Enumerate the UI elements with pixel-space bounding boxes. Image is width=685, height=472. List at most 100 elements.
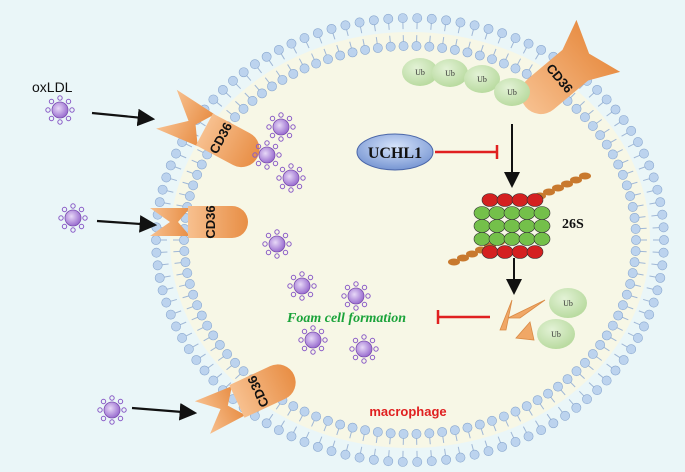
lipid-head	[424, 428, 435, 439]
lipid-head	[177, 333, 187, 343]
lipid-head	[426, 13, 437, 24]
inhibition-arrow-icon	[435, 145, 499, 159]
lipid-head	[633, 333, 643, 343]
lipid-head	[510, 33, 521, 43]
lipid-head	[354, 17, 365, 28]
lipid-head	[648, 297, 659, 308]
lipid-head	[196, 159, 207, 170]
proteasome-subunit	[533, 232, 551, 246]
proteasome-subunit	[511, 245, 529, 259]
lipid-head	[483, 446, 494, 457]
lipid-head	[202, 320, 213, 331]
ubiquitin-chain: Ub Ub Ub Ub	[402, 58, 530, 106]
lipid-head	[523, 431, 534, 442]
lipid-head	[607, 149, 618, 160]
lipid-head	[571, 103, 582, 114]
lipid-head	[562, 374, 573, 385]
proteasome-cap	[561, 180, 573, 188]
lipid-head	[639, 321, 649, 332]
lipid-head	[323, 54, 333, 65]
lipid-head	[469, 449, 480, 460]
oxldl-particle-icon	[276, 163, 306, 193]
lipid-head	[208, 94, 219, 105]
lipid-head	[497, 28, 508, 39]
lipid-head	[601, 94, 612, 105]
lipid-head	[151, 235, 161, 245]
oxldl-particle-icon	[298, 325, 328, 355]
lipid-head	[222, 349, 233, 359]
proteasome-subunit	[518, 206, 536, 220]
oxldl-particle-icon	[97, 395, 127, 425]
lipid-head	[326, 23, 337, 34]
lipid-head	[199, 365, 210, 376]
foam-cell-label: Foam cell formation	[286, 311, 406, 326]
lipid-head	[630, 246, 641, 256]
lipid-head	[311, 411, 322, 422]
lipid-head	[633, 137, 643, 147]
proteasome-subunit	[496, 245, 514, 259]
lipid-head	[523, 38, 534, 49]
lipid-head	[532, 395, 543, 406]
lipid-head	[627, 268, 638, 278]
proteasome-subunit	[488, 219, 506, 233]
lipid-head	[441, 15, 452, 26]
proteasome-cap	[552, 184, 564, 192]
lipid-head	[483, 23, 494, 34]
lipid-head	[618, 115, 629, 125]
lipid-head	[601, 330, 612, 341]
lipid-head	[657, 209, 668, 220]
svg-text:Ub: Ub	[477, 75, 487, 84]
proteasome-cap	[543, 188, 555, 196]
lipid-head	[621, 180, 632, 191]
lipid-head	[154, 272, 165, 283]
proteasome-subunit	[518, 219, 536, 233]
lipid-head	[165, 309, 176, 320]
lipid-head	[161, 297, 172, 308]
cell-membrane	[151, 13, 669, 467]
lipid-head	[631, 235, 641, 245]
lipid-head	[412, 457, 423, 467]
lipid-head	[629, 257, 640, 268]
uchl1-node: UCHL1	[356, 133, 434, 171]
lipid-head	[521, 401, 532, 412]
lipid-head	[165, 160, 176, 171]
lipid-head	[626, 125, 637, 136]
lipid-head	[469, 20, 480, 31]
proteasome-subunit	[533, 219, 551, 233]
lipid-head	[208, 375, 219, 386]
ubiquitin-icon: Ub	[537, 319, 575, 349]
lipid-head	[521, 68, 532, 79]
cd36-receptor-icon: CD36	[194, 364, 296, 434]
lipid-head	[335, 50, 346, 61]
lipid-head	[455, 17, 466, 28]
lipid-head	[437, 427, 448, 437]
lipid-head	[487, 415, 497, 426]
proteasome-subunit	[473, 232, 491, 246]
lipid-head	[580, 357, 590, 368]
lipid-head	[238, 366, 249, 377]
lipid-head	[610, 365, 621, 376]
lipid-head	[625, 279, 636, 289]
lipid-head	[659, 235, 669, 245]
lipid-head	[184, 279, 195, 289]
lipid-head	[571, 402, 582, 413]
lipid-head	[230, 357, 240, 368]
lipid-head	[183, 344, 194, 355]
lipid-head	[192, 300, 203, 311]
ubiquitin-icon: Ub	[494, 78, 530, 106]
lipid-head	[383, 456, 394, 467]
lipid-head	[257, 88, 267, 99]
lipid-head	[311, 58, 322, 69]
lipid-head	[299, 63, 310, 74]
lipid-head	[658, 222, 669, 233]
lipid-head	[618, 355, 629, 365]
lipid-head	[196, 310, 207, 321]
lipid-head	[629, 212, 640, 223]
lipid-head	[354, 452, 365, 463]
oxldl-particle-icon	[287, 271, 317, 301]
lipid-head	[182, 268, 193, 278]
lipid-head	[543, 388, 553, 399]
uptake-arrow	[96, 215, 158, 233]
lipid-head	[655, 197, 666, 208]
